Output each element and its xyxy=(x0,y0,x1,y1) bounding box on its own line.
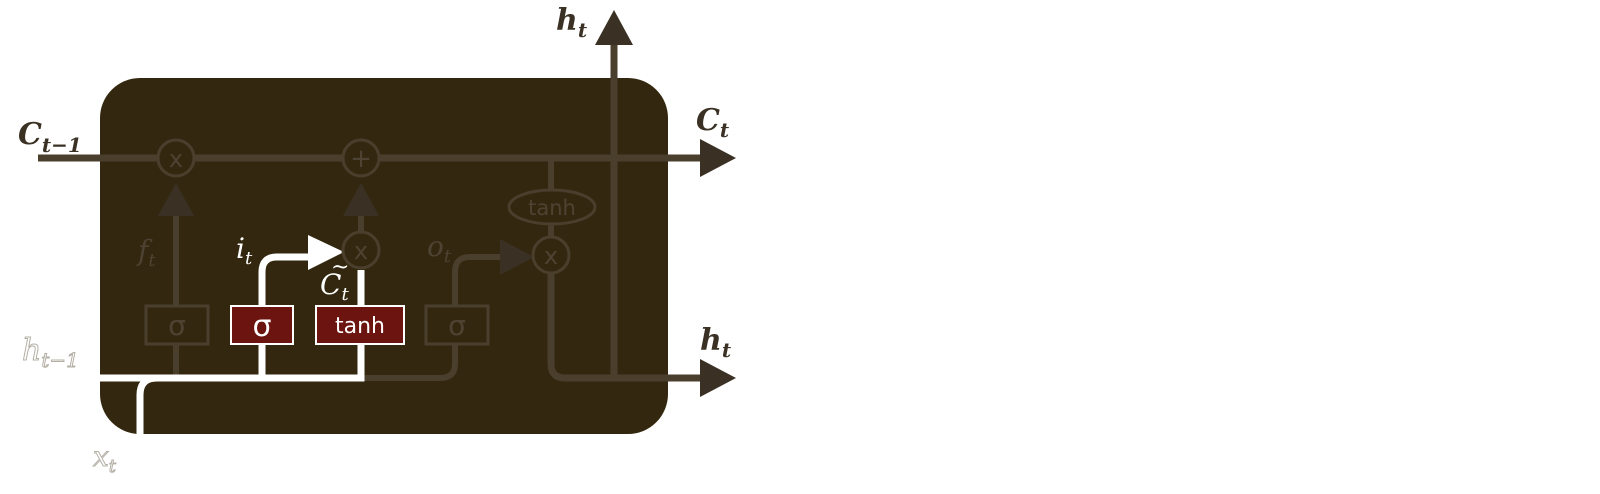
cell-state-arrowhead xyxy=(700,139,736,177)
forget-gate-label: σ xyxy=(168,309,186,342)
i-label: it xyxy=(236,232,253,269)
input-mult-operator: x xyxy=(341,230,381,270)
forget-gate: σ xyxy=(144,304,210,346)
c-prev-label: Ct−1 xyxy=(18,117,82,157)
forget-mult-symbol: x xyxy=(169,145,183,173)
input-to-add-arrowhead xyxy=(343,183,379,216)
forget-mult-operator: x xyxy=(156,138,196,178)
ctilde-label: Ct xyxy=(320,268,349,305)
h-top-label: ht xyxy=(556,3,588,42)
input-gate: σ xyxy=(230,305,294,345)
output-gate-label: σ xyxy=(448,309,466,342)
output-gate: σ xyxy=(424,304,490,346)
candidate-gate-label: tanh xyxy=(335,314,385,339)
h-prev-label: ht−1 xyxy=(22,333,79,372)
input-gate-label: σ xyxy=(252,309,271,344)
output-mult-to-ht-line xyxy=(547,272,705,382)
cell-tanh-operator: tanh xyxy=(507,188,597,226)
ctilde-tilde: ~ xyxy=(331,255,349,280)
ht-top-arrowhead xyxy=(595,10,633,45)
output-mult-operator: x xyxy=(531,235,571,275)
cell-tanh-label: tanh xyxy=(528,196,576,220)
output-mult-symbol: x xyxy=(544,242,558,270)
output-gate-arrowhead xyxy=(500,239,534,275)
o-label: ot xyxy=(427,230,452,267)
forget-gate-arrowhead xyxy=(158,183,194,216)
c-next-label: Ct xyxy=(696,103,730,142)
h-right-label: ht xyxy=(700,323,732,362)
add-operator: + xyxy=(341,138,381,178)
it-path xyxy=(258,253,312,306)
input-mult-symbol: x xyxy=(354,237,368,265)
it-arrowhead xyxy=(308,235,344,270)
ht-right-arrowhead xyxy=(700,359,736,397)
add-symbol: + xyxy=(350,144,372,174)
xt-input-line xyxy=(136,374,158,475)
x-label: xt xyxy=(93,440,117,477)
candidate-gate: tanh xyxy=(315,305,405,345)
